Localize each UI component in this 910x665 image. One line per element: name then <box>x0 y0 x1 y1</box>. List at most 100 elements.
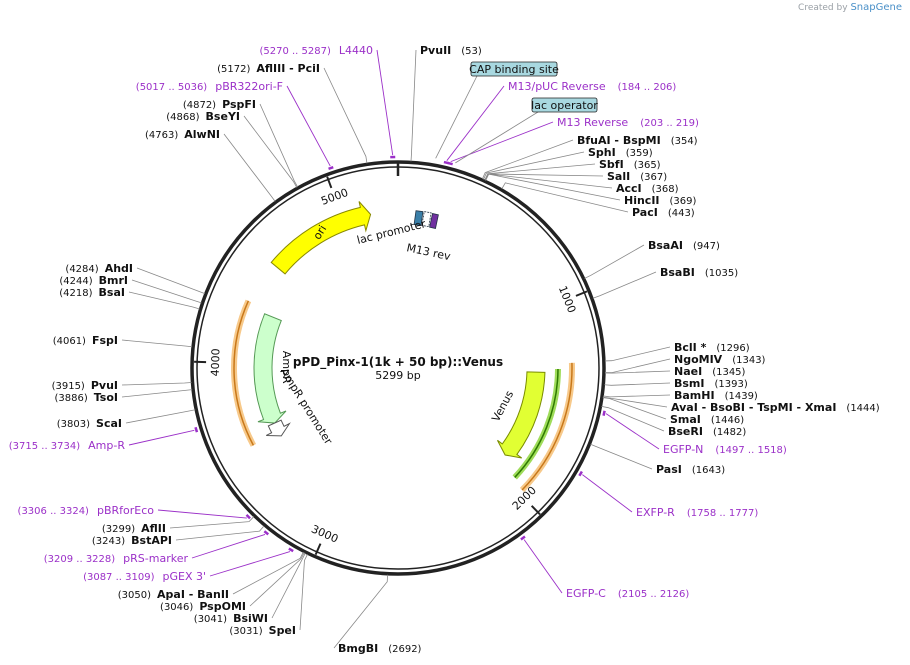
site-leader-line <box>501 182 629 213</box>
site-leader-line <box>323 67 368 164</box>
restriction-site-label[interactable]: (3031)SpeI <box>229 624 296 637</box>
primer-label[interactable]: (5270 .. 5287)L4440 <box>259 44 373 57</box>
site-name: SalI <box>607 170 630 183</box>
restriction-site-label[interactable]: NgoMIV(1343) <box>674 353 766 366</box>
restriction-site-label[interactable]: SalI (367) <box>607 170 667 183</box>
primer-mark[interactable] <box>578 470 583 477</box>
feature-lac-promoter-mark[interactable] <box>421 211 432 228</box>
feature-m13rev-mark[interactable] <box>429 213 439 229</box>
restriction-site-label[interactable]: (3041)BsiWI <box>194 612 268 625</box>
feature-cap-site-mark[interactable] <box>413 210 424 226</box>
site-name: PvuI <box>91 379 118 392</box>
site-name: BfuAI - BspMI <box>577 134 661 147</box>
site-leader-line <box>121 382 192 386</box>
site-position: (367) <box>640 172 667 183</box>
primer-label[interactable]: M13 Reverse(203 .. 219) <box>557 116 699 129</box>
site-leader-line <box>249 552 305 607</box>
site-position: (4868) <box>166 112 199 123</box>
site-name: TsoI <box>94 391 118 404</box>
primer-label[interactable]: (5017 .. 5036) pBR322ori-F <box>136 80 283 93</box>
primer-label[interactable]: (3306 .. 3324)pBRforEco <box>18 504 155 517</box>
feature-box[interactable] <box>531 97 598 113</box>
primer-label[interactable]: (3209 .. 3228)pRS-marker <box>44 552 189 565</box>
restriction-site-label[interactable]: PasI(1643) <box>656 463 725 476</box>
primer-leader-line <box>376 49 394 156</box>
restriction-site-label[interactable]: AccI(368) <box>616 182 679 195</box>
restriction-site-label[interactable]: (4868)BseYI <box>166 110 240 123</box>
restriction-site-label[interactable]: (3046)PspOMI <box>160 600 246 613</box>
primer-mark[interactable] <box>194 426 199 433</box>
restriction-site-label[interactable]: (3915) PvuI <box>52 379 118 392</box>
primer-label[interactable]: (3715 .. 3734)Amp-R <box>9 439 126 452</box>
restriction-site-label[interactable]: (3243)BstAPI <box>92 534 172 547</box>
restriction-site-label[interactable]: PvuII(53) <box>420 44 482 57</box>
restriction-site-label[interactable]: (3050)ApaI - BanII <box>118 588 229 601</box>
primer-position: (3209 .. 3228) <box>44 554 116 565</box>
restriction-site-label[interactable]: HincII(369) <box>624 194 697 207</box>
restriction-site-label[interactable]: (4061)FspI <box>53 334 118 347</box>
restriction-site-label[interactable]: BclI *(1296) <box>674 341 750 354</box>
restriction-site-label[interactable]: BseRI(1482) <box>668 425 746 438</box>
restriction-site-label[interactable]: BamHI(1439) <box>674 389 758 402</box>
restriction-site-label[interactable]: (5172)AflIII - PciI <box>217 62 320 75</box>
feature-venus[interactable] <box>497 371 546 459</box>
restriction-site-label[interactable]: SmaI(1446) <box>670 413 744 426</box>
primer-position: (184 .. 206) <box>618 82 677 93</box>
restriction-site-label[interactable]: NaeI(1345) <box>674 365 746 378</box>
restriction-site-label[interactable]: BsaBI(1035) <box>660 266 738 279</box>
site-name: PacI <box>632 206 658 219</box>
restriction-site-label[interactable]: (3886)TsoI <box>54 391 118 404</box>
primer-name: pBR322ori-F <box>215 80 283 93</box>
primer-position: (5270 .. 5287) <box>259 46 331 57</box>
restriction-site-label[interactable]: SbfI(365) <box>599 158 661 171</box>
primer-label[interactable]: EGFP-C(2105 .. 2126) <box>566 587 689 600</box>
site-position: (947) <box>693 241 720 252</box>
site-position: (443) <box>668 208 695 219</box>
primer-mark[interactable] <box>602 410 606 416</box>
restriction-site-label[interactable]: (4244)BmrI <box>59 274 128 287</box>
primer-label[interactable]: EXFP-R(1758 .. 1777) <box>636 506 758 519</box>
restriction-site-label[interactable]: SphI(359) <box>588 146 653 159</box>
primer-leader-line <box>286 85 331 167</box>
primer-mark[interactable] <box>245 513 251 520</box>
site-name: HincII <box>624 194 660 207</box>
site-name: BmgBI <box>338 642 378 655</box>
primer-mark[interactable] <box>520 535 526 541</box>
site-leader-line <box>483 151 585 180</box>
primer-label[interactable]: (3087 .. 3109)pGEX 3' <box>83 570 206 583</box>
restriction-site-label[interactable]: BsaAI(947) <box>648 239 720 252</box>
feature-label-venus: Venus <box>489 388 516 424</box>
tick-mark <box>326 176 333 189</box>
site-labels: PvuII(53) BfuAI - BspMI(354)SphI(359)SbfI… <box>52 44 880 655</box>
feature-ampr[interactable] <box>253 313 287 424</box>
primer-position: (5017 .. 5036) <box>136 82 208 93</box>
restriction-site-label[interactable]: (3299)AflII <box>102 522 166 535</box>
primer-label[interactable]: M13/pUC Reverse(184 .. 206) <box>508 80 676 93</box>
site-position: (1035) <box>705 268 738 279</box>
snapgene-brand[interactable]: SnapGene <box>850 2 902 13</box>
restriction-site-label[interactable]: BmgBI(2692) <box>338 642 422 655</box>
primer-position: (3715 .. 3734) <box>9 441 81 452</box>
restriction-site-label[interactable]: BsmI(1393) <box>674 377 748 390</box>
site-position: (4872) <box>183 100 216 111</box>
primer-mark[interactable] <box>328 165 334 170</box>
primer-mark[interactable] <box>447 161 453 166</box>
restriction-site-label[interactable]: (4218)BsaI <box>59 286 125 299</box>
restriction-site-label[interactable]: (4872)PspFI <box>183 98 256 111</box>
restriction-site-label[interactable]: (3803)ScaI <box>57 417 122 430</box>
restriction-site-label[interactable]: (4763)AlwNI <box>145 128 220 141</box>
site-position: (3915) <box>52 381 85 392</box>
feature-ampr-promoter[interactable] <box>266 419 291 437</box>
restriction-site-label[interactable]: BfuAI - BspMI(354) <box>577 134 698 147</box>
restriction-site-label[interactable]: (4284)AhdI <box>65 262 133 275</box>
feature-box[interactable] <box>470 61 558 77</box>
restriction-site-label[interactable]: PacI (443) <box>632 206 695 219</box>
primer-mark[interactable] <box>288 547 294 553</box>
primer-label[interactable]: EGFP-N(1497 .. 1518) <box>663 443 787 456</box>
site-leader-line <box>259 103 298 188</box>
feature-ori[interactable] <box>270 201 372 275</box>
primer-mark[interactable] <box>263 530 270 536</box>
site-leader-line <box>481 139 574 180</box>
restriction-site-label[interactable]: AvaI - BsoBI - TspMI - XmaI(1444) <box>671 401 880 414</box>
